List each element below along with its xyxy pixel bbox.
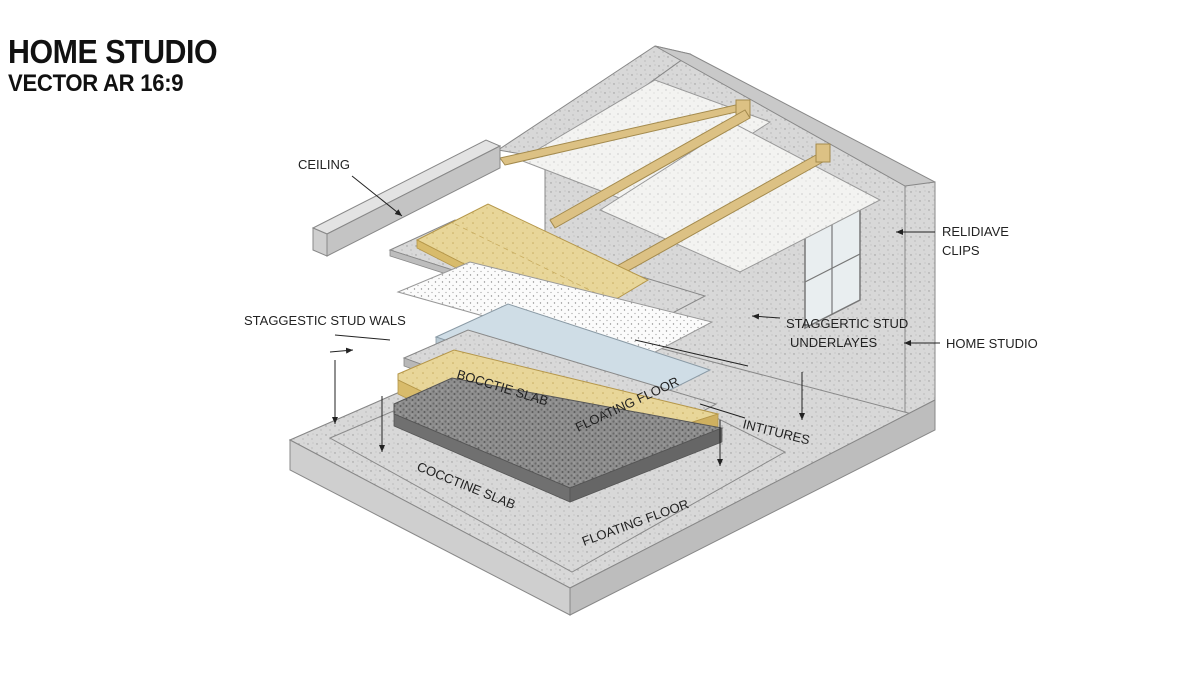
window [804,202,861,330]
label-ceiling: CEILING [298,157,350,172]
label-stud-walls: STAGGESTIC STUD WALS [244,313,406,328]
label-resilient-clips-1: RELIDIAVE [942,224,1009,239]
label-home-studio: HOME STUDIO [946,336,1038,351]
osb-grain [454,223,611,301]
ceiling-beam [311,139,502,257]
label-resilient-clips-2: CLIPS [942,243,980,258]
right-wall-edge [904,181,936,421]
base-slab-front-right [569,399,936,616]
layer-gravel-edge-right [569,427,723,503]
label-stud-underlayes-1: STAGGERTIC STUD [786,316,908,331]
diagram-subtitle: VECTOR AR 16:9 [8,70,184,97]
title-block: HOME STUDIO VECTOR AR 16:9 [8,34,235,98]
diagram-title: HOME STUDIO [8,33,218,70]
label-stud-underlayes-2: UNDERLAYES [790,335,878,350]
leader-lines [329,175,940,466]
